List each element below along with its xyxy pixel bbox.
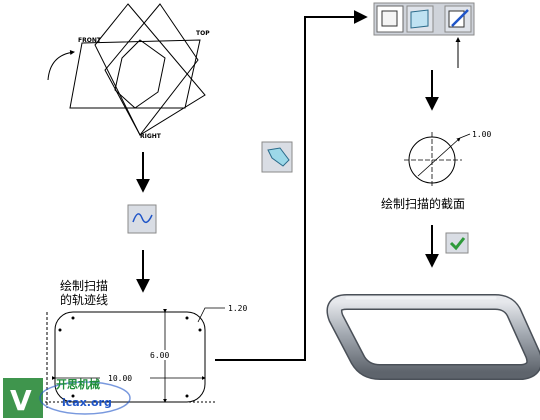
dim-width: 10.00 [108, 374, 132, 383]
toolbar-button-solid[interactable] [376, 5, 404, 33]
trajectory-caption-line1: 绘制扫描 [60, 278, 108, 293]
right-plane [104, 3, 199, 136]
toolbar-button-sketch[interactable] [444, 5, 472, 33]
ok-check-button[interactable] [445, 232, 469, 254]
right-label: RIGHT [140, 133, 162, 140]
section-sketch [404, 132, 471, 188]
sketch-pad-icon [448, 10, 465, 28]
watermark-brand: 开思机械 [56, 377, 100, 391]
sketch-curve-icon [132, 213, 153, 224]
toolbar-button-surface[interactable] [406, 5, 434, 33]
dim-diameter: 1.00 [472, 130, 491, 139]
surface-icon [410, 9, 429, 29]
trajectory-caption-line2: 的轨迹线 [60, 292, 108, 307]
rotate-arrow [47, 50, 75, 81]
sketch-toolbar [373, 2, 475, 36]
swept-tube [326, 294, 540, 380]
section-caption: 绘制扫描的截面 [381, 196, 465, 211]
dim-height: 6.00 [150, 351, 169, 360]
datum-planes [69, 3, 206, 136]
svg-text:V: V [10, 384, 32, 417]
watermark-site: icax.org [62, 396, 112, 409]
front-label: FRONT [78, 37, 102, 44]
tube-body [327, 295, 540, 379]
front-plane [69, 39, 201, 109]
flow-connector [215, 10, 368, 361]
check-icon [449, 237, 466, 251]
sweep-tool-button[interactable] [261, 141, 293, 173]
sweep-icon [267, 147, 290, 167]
inner-hexagon [114, 39, 166, 109]
dim-radius: 1.20 [228, 304, 247, 313]
cube-icon [381, 10, 398, 27]
sketch-tool-button[interactable] [127, 204, 157, 234]
watermark-logo: V [3, 378, 131, 418]
pencil-icon [451, 9, 469, 27]
top-plane [94, 3, 206, 136]
top-label: TOP [196, 30, 210, 37]
trajectory-sketch [45, 307, 225, 408]
